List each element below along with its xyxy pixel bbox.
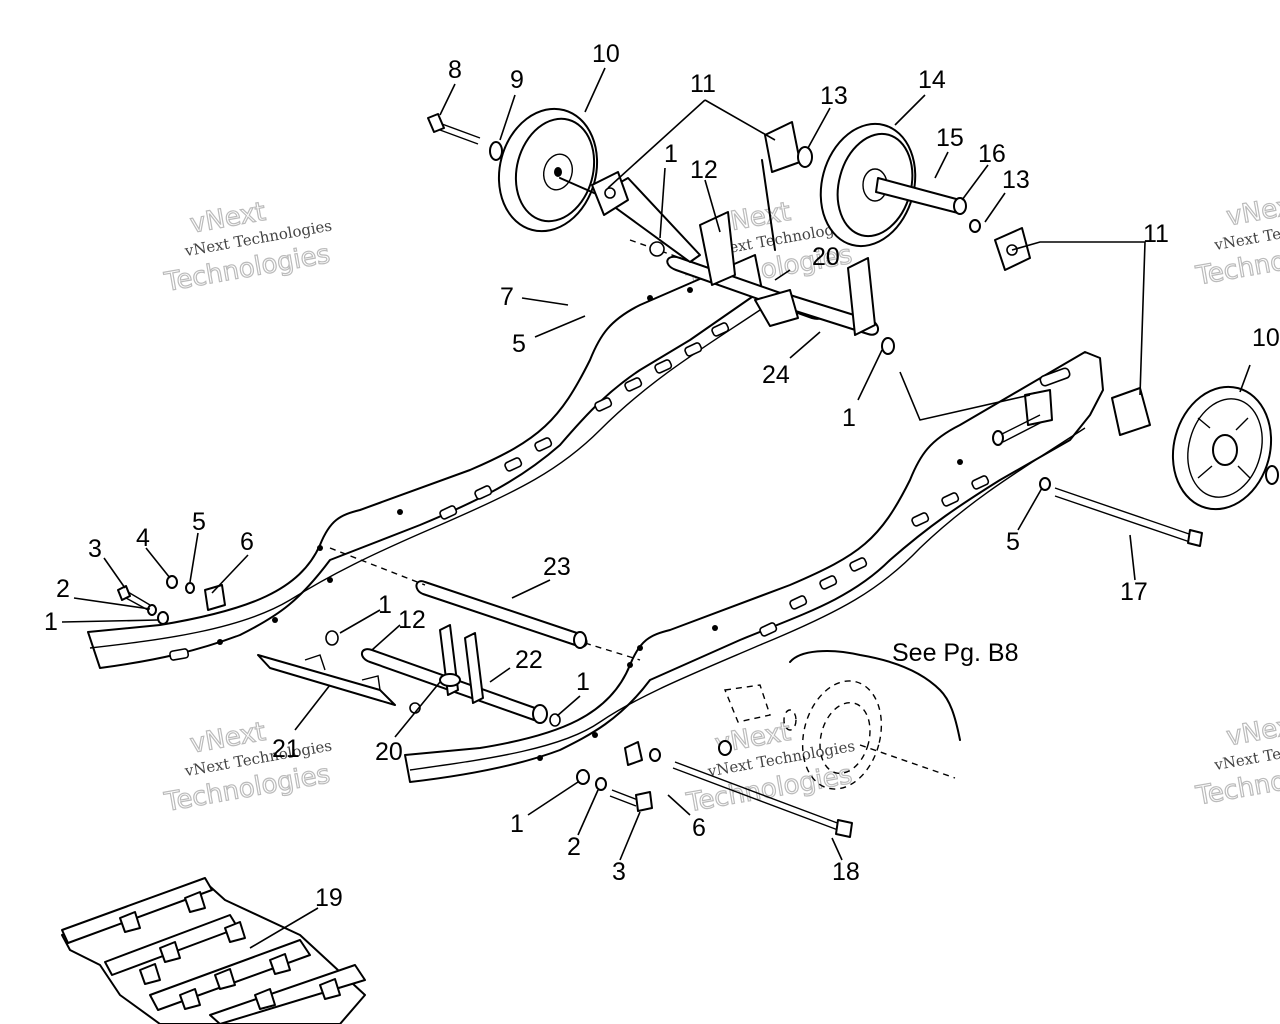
cross-shaft-22 bbox=[361, 624, 548, 724]
cross-shaft-23 bbox=[329, 547, 641, 661]
bolt-8 bbox=[427, 113, 503, 161]
callout-24: 24 bbox=[762, 361, 790, 389]
washer-13 bbox=[797, 146, 813, 168]
callouts: 8 9 10 11 13 14 15 16 13 11 10 1 12 20 7… bbox=[44, 40, 1280, 912]
callout-10: 10 bbox=[592, 40, 620, 68]
callout-6: 6 bbox=[692, 814, 706, 842]
callout-4: 4 bbox=[136, 524, 150, 552]
track-adjuster bbox=[992, 389, 1053, 446]
rod-18 bbox=[672, 761, 853, 838]
hardware-front-left bbox=[117, 575, 339, 646]
hardware-front-right bbox=[549, 713, 732, 812]
reference-wheel-group bbox=[724, 650, 961, 790]
rail-slots bbox=[169, 322, 730, 661]
callout-20: 20 bbox=[375, 738, 403, 766]
bolt-17 bbox=[1039, 477, 1203, 547]
callout-10: 10 bbox=[1252, 324, 1280, 352]
wheel-bracket-11 bbox=[591, 121, 1151, 436]
callout-2: 2 bbox=[567, 833, 581, 861]
reference-note: See Pg. B8 bbox=[892, 639, 1018, 667]
callout-1: 1 bbox=[576, 668, 590, 696]
callout-13: 13 bbox=[820, 82, 848, 110]
callout-13: 13 bbox=[1002, 166, 1030, 194]
callout-5: 5 bbox=[1006, 528, 1020, 556]
callout-21: 21 bbox=[272, 735, 300, 763]
callout-1: 1 bbox=[44, 608, 58, 636]
callout-12: 12 bbox=[398, 606, 426, 634]
callout-1: 1 bbox=[664, 140, 678, 168]
callout-18: 18 bbox=[832, 858, 860, 886]
rail-back bbox=[87, 254, 763, 669]
callout-3: 3 bbox=[612, 858, 626, 886]
callout-1: 1 bbox=[510, 810, 524, 838]
rail-slots bbox=[759, 367, 1071, 637]
callout-11: 11 bbox=[690, 70, 716, 98]
callout-11: 11 bbox=[1143, 220, 1169, 248]
idler-wheel-10-left bbox=[497, 107, 611, 233]
callout-5: 5 bbox=[192, 508, 206, 536]
callout-23: 23 bbox=[543, 553, 571, 581]
rear-axle-assembly bbox=[629, 211, 879, 336]
idler-wheel-10-right bbox=[1171, 385, 1279, 511]
track-19 bbox=[61, 877, 366, 1024]
callout-7: 7 bbox=[500, 283, 514, 311]
callout-8: 8 bbox=[448, 56, 462, 84]
washer-1 bbox=[881, 337, 895, 355]
callout-1: 1 bbox=[378, 591, 392, 619]
callout-9: 9 bbox=[510, 66, 524, 94]
callout-16: 16 bbox=[978, 140, 1006, 168]
brace-21 bbox=[257, 654, 396, 706]
callout-17: 17 bbox=[1120, 578, 1148, 606]
callout-12: 12 bbox=[690, 156, 718, 184]
callout-14: 14 bbox=[918, 66, 946, 94]
callout-2: 2 bbox=[56, 575, 70, 603]
rail-front bbox=[404, 351, 1104, 783]
callout-22: 22 bbox=[515, 646, 543, 674]
idler-wheel-14 bbox=[819, 122, 981, 248]
callout-5: 5 bbox=[512, 330, 526, 358]
leader-lines bbox=[61, 67, 1251, 949]
callout-6: 6 bbox=[240, 528, 254, 556]
callout-15: 15 bbox=[936, 124, 964, 152]
callout-3: 3 bbox=[88, 535, 102, 563]
callout-1: 1 bbox=[842, 404, 856, 432]
callout-19: 19 bbox=[315, 884, 343, 912]
callout-20: 20 bbox=[812, 243, 840, 271]
